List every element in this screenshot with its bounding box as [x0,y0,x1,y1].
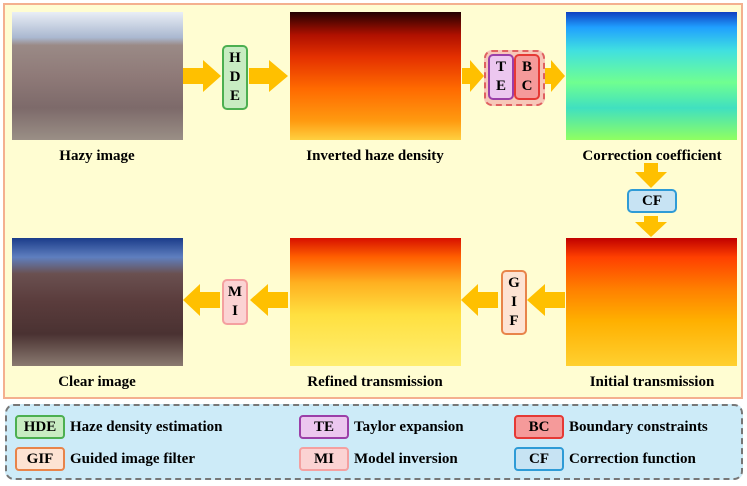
clear-image-label: Clear image [58,374,136,390]
legend-tag: CF [514,447,564,471]
legend-tag: BC [514,415,564,439]
arrow-left [183,284,220,316]
step-letter: C [521,78,533,94]
arrow-left [527,284,565,316]
inverted-haze-density-image [290,12,461,140]
step-letter: F [509,313,519,329]
inverted-label: Inverted haze density [306,148,444,164]
step-letter: M [227,284,243,300]
legend-item-te: TE Taylor expansion [299,415,464,439]
refined-label: Refined transmission [307,374,443,390]
arrow-down [635,163,667,188]
arrow-left [250,284,288,316]
clear-image [12,238,183,366]
legend-text: Correction function [569,450,696,467]
legend-tag: HDE [15,415,65,439]
hazy-image-label: Hazy image [59,148,135,164]
legend-item-cf: CF Correction function [514,447,696,471]
legend-text: Model inversion [354,450,458,467]
flow-arrows [183,60,667,316]
hazy-image [12,12,183,140]
legend-tag: MI [299,447,349,471]
step-letter: D [229,69,241,85]
legend-item-hde: HDE Haze density estimation [15,415,222,439]
legend-text: Haze density estimation [70,418,223,435]
arrow-down [635,216,667,237]
arrow-right [183,60,221,92]
cf-step-box: CF [627,189,677,213]
step-letter: E [495,78,506,94]
step-letter: E [229,88,240,104]
step-letter: T [495,59,506,75]
initial-label: Initial transmission [589,374,715,390]
arrow-left [461,284,498,316]
legend-tag: GIF [15,447,65,471]
legend-text: Guided image filter [70,450,195,467]
legend-item-bc: BC Boundary constraints [514,415,708,439]
step-letter: H [229,50,241,66]
arrow-right [249,60,288,92]
legend-text: Taylor expansion [354,418,464,435]
legend-item-mi: MI Model inversion [299,447,458,471]
correction-coefficient-image [566,12,737,140]
step-letter: G [508,275,520,291]
legend-text: Boundary constraints [569,418,708,435]
step-letter: B [521,59,532,75]
step-letter: I [511,294,517,310]
initial-transmission-image [566,238,737,366]
legend-item-gif: GIF Guided image filter [15,447,195,471]
legend-tag: TE [299,415,349,439]
correction-label: Correction coefficient [582,148,722,164]
step-letter: I [232,303,238,319]
legend: HDE Haze density estimation TE Taylor expa… [5,404,743,480]
arrow-right [462,60,484,92]
arrow-right [543,60,565,92]
refined-transmission-image [290,238,461,366]
